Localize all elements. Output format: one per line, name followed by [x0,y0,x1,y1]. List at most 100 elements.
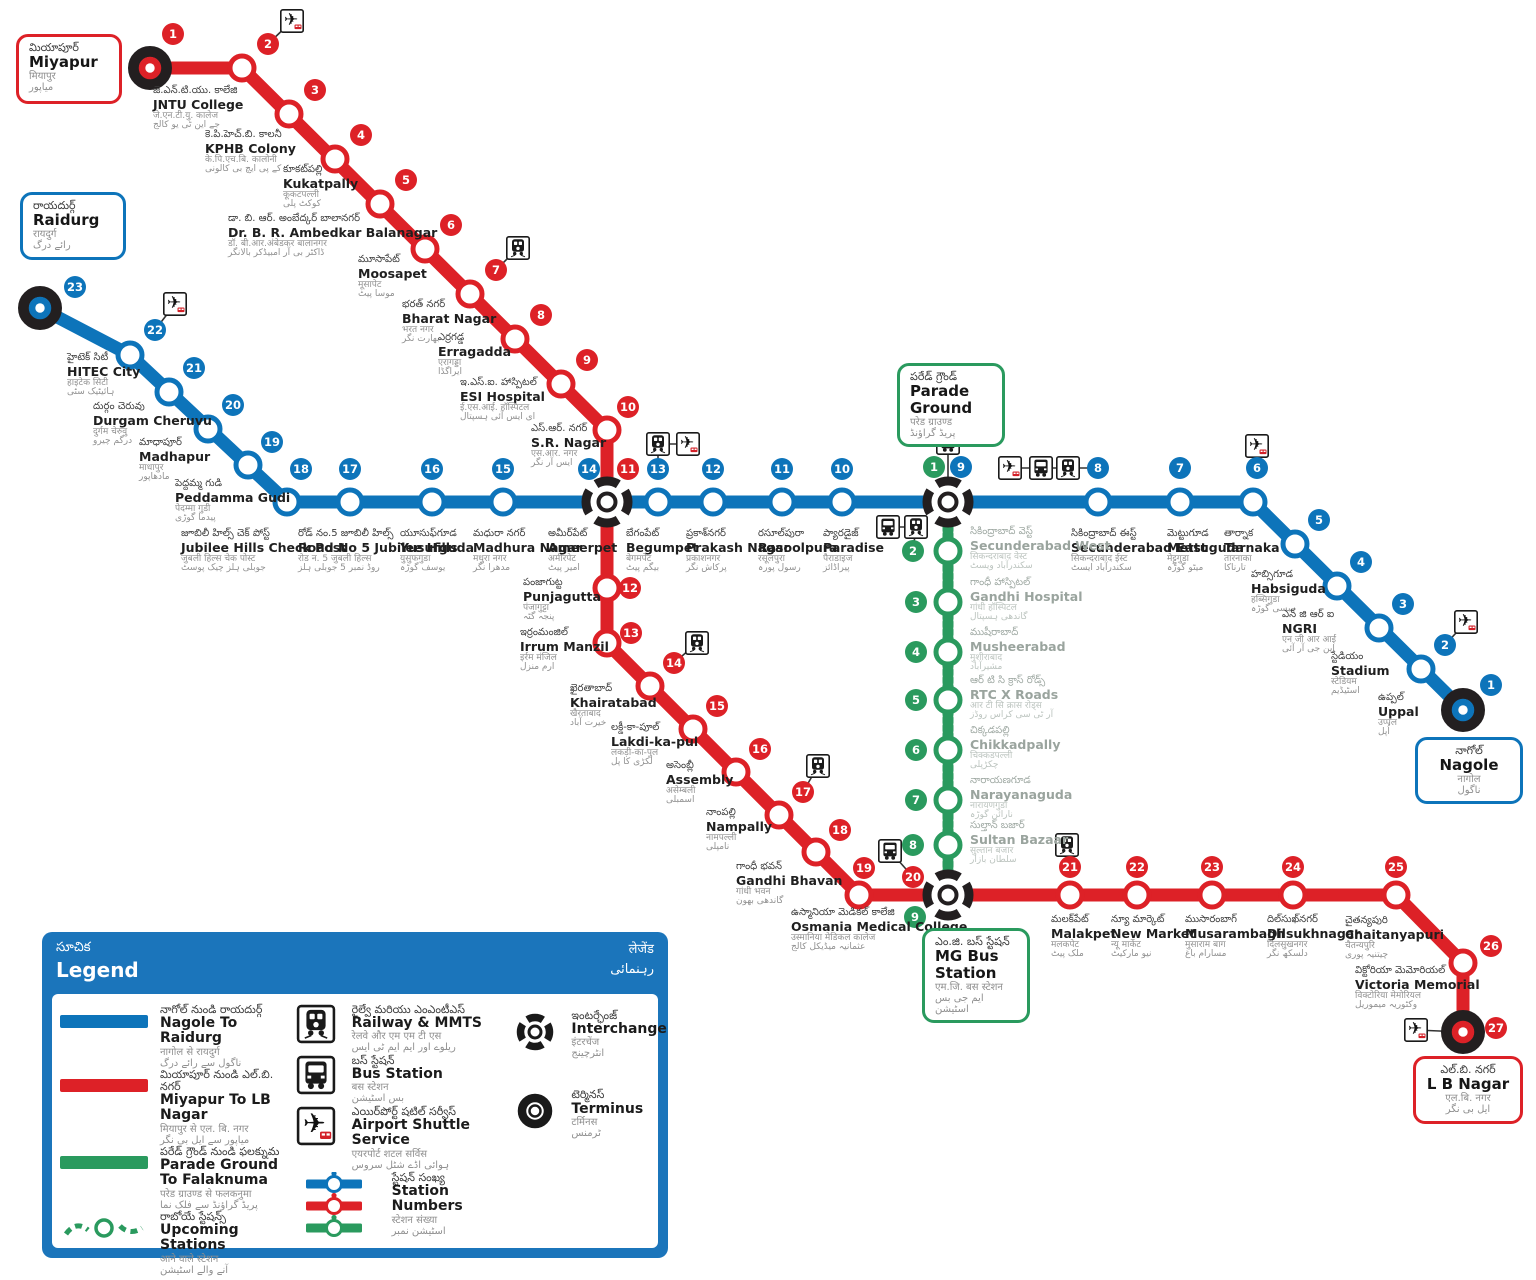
svg-text:7: 7 [1176,461,1184,475]
bus-icon [876,515,900,539]
svg-text:1: 1 [930,460,938,474]
station-jubilee-hills-check-post [272,487,302,517]
station-number-red-20: 20 [902,866,924,888]
line-green-swatch [60,1156,148,1170]
station-number-red-7: 7 [485,259,507,281]
svg-text:1: 1 [169,27,177,41]
legend-label-en: Station Numbers [391,1183,463,1215]
svg-text:19: 19 [856,861,872,875]
station-number-red-12: 12 [619,577,641,599]
station-dr-b-r-ambedkar-balanagar [365,189,395,219]
svg-text:5: 5 [912,693,920,707]
legend-title-telugu: సూచిక [56,940,91,955]
legend-swatch [58,1146,150,1180]
station-secunderabad-west [933,536,963,566]
station-esi-hospital [546,369,576,399]
station-number-blue-5: 5 [1308,509,1330,531]
svg-text:14: 14 [581,462,597,476]
svg-text:24: 24 [1285,860,1301,874]
svg-text:18: 18 [293,462,309,476]
station-number-red-16: 16 [749,738,771,760]
station-habsiguda [1280,529,1310,559]
svg-text:✈: ✈ [1408,1019,1422,1039]
legend-label-en: Nagole To Raidurg [160,1015,238,1047]
legend-title-urdu: رہنمائی [610,961,654,977]
legend-label-hi: रेलवे और एम एम टी एस [351,1031,442,1043]
station-number-blue-4: 4 [1350,551,1372,573]
legend-label-en: Bus Station [351,1065,443,1082]
legend-title-hindi: लेजेंड [628,942,654,957]
bus-icon [878,839,902,863]
svg-text:15: 15 [495,462,511,476]
station-number-blue-7: 7 [1169,457,1191,479]
rail-icon [296,1004,335,1044]
svg-text:15: 15 [709,699,725,713]
station-raidurg [18,286,62,330]
svg-text:5: 5 [402,173,410,187]
station-number-green-7: 7 [905,789,927,811]
station-number-blue-1: 1 [1480,674,1502,696]
legend-label-te: ఎయిర్‌పోర్ట్ షటిల్ సర్వీస్ [351,1104,456,1118]
svg-text:21: 21 [186,361,202,375]
station-sultan-bazaar [933,830,963,860]
station-ngri [1322,571,1352,601]
station-number-blue-6: 6 [1246,457,1268,479]
station-number-red-25: 25 [1385,856,1407,878]
station-madhura-nagar [488,487,518,517]
station-khairatabad [635,671,665,701]
svg-text:11: 11 [620,462,636,476]
station-malakpet [1055,880,1085,910]
station-chaitanyapuri [1381,880,1411,910]
legend-label-hi: एयरपोर्ट शटल सर्विस [351,1148,428,1160]
station-number-red-14: 14 [663,652,685,674]
station-number-red-17: 17 [792,781,814,803]
rail-icon [1055,833,1079,857]
station-musheerabad [933,637,963,667]
station-number-red-22: 22 [1126,856,1148,878]
station-lakdi-ka-pul [678,714,708,744]
interchange-icon [517,1013,554,1051]
rail-icon [296,1004,335,1044]
svg-text:✈: ✈ [303,1108,326,1139]
legend-label-te: రాబోయే స్టేషన్స్ [160,1209,226,1223]
station-chikkadpally [933,735,963,765]
legend-label-en: Upcoming Stations [160,1221,239,1254]
station-number-green-4: 4 [905,641,927,663]
rail-icon [646,432,670,456]
station-number-red-8: 8 [530,304,552,326]
svg-text:16: 16 [752,742,768,756]
bus-icon [296,1055,335,1095]
legend-label-te: ఇంటర్ఛేంజ్ [571,1009,618,1022]
station-number-blue-22: 22 [144,319,166,341]
station-number-red-9: 9 [576,349,598,371]
station-musarambagh [1197,880,1227,910]
station-tarnaka [1238,487,1268,517]
legend-item-airport-shuttle-service: ✈ఎయిర్‌పోర్ట్ షటిల్ సర్వీస్Airport Shutt… [290,1104,510,1171]
station-number-blue-14: 14 [578,458,600,480]
svg-text:14: 14 [666,656,682,670]
legend-label-ur: انٹرچینج [571,1048,605,1060]
legend-swatch [58,1211,150,1245]
station-gandhi-bhavan [801,837,831,867]
legend-label-ur: ناگول سے رائے درگ [160,1057,242,1069]
station-paradise [827,487,857,517]
legend-label-hi: परेड ग्राउण्ड से फलकनुमा [160,1188,252,1200]
station-nampally [764,800,794,830]
station-number-blue-12: 12 [702,458,724,480]
airport-icon: ✈ [1245,434,1269,458]
svg-text:6: 6 [447,218,455,232]
svg-text:7: 7 [492,263,500,277]
legend-label-ur: بس اسٹیشن [351,1093,405,1105]
legend-label-ur: ریلوے اور ایم ایم ٹی ایس [351,1042,456,1054]
svg-text:9: 9 [957,460,965,474]
svg-text:19: 19 [264,435,280,449]
station-jntu-college [227,53,257,83]
station-number-green-1: 1 [923,456,945,478]
